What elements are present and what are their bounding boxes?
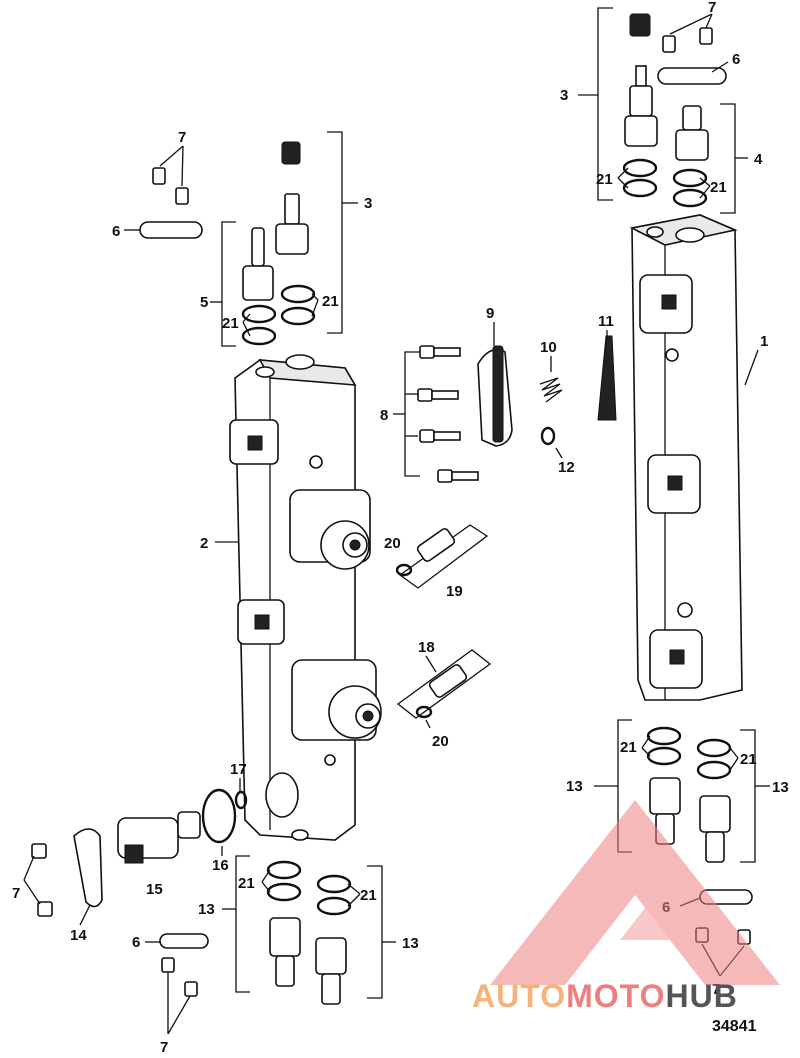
center-parts (393, 322, 617, 483)
callout-5: 5 (200, 294, 208, 311)
callout-21b: 21 (710, 179, 727, 196)
callout-18: 18 (418, 639, 435, 656)
callout-7b: 7 (178, 129, 186, 146)
callout-17: 17 (230, 761, 247, 778)
callout-13a: 13 (198, 901, 215, 918)
callout-13d: 13 (772, 779, 789, 796)
fuel-rail-left (229, 354, 382, 841)
callout-10: 10 (540, 339, 557, 356)
callout-21c: 21 (322, 293, 339, 310)
watermark-text: AUTOMOTOHUB (472, 978, 738, 1015)
callout-6b: 6 (112, 223, 120, 240)
callout-20b: 20 (432, 733, 449, 750)
callout-21d: 21 (222, 315, 239, 332)
callout-3a: 3 (560, 87, 568, 104)
callout-21h: 21 (360, 887, 377, 904)
callout-2: 2 (200, 535, 208, 552)
leader-1 (744, 349, 759, 386)
callout-19: 19 (446, 583, 463, 600)
callout-1: 1 (760, 333, 768, 350)
callout-9: 9 (486, 305, 494, 322)
callout-7a: 7 (708, 0, 716, 16)
callout-11: 11 (598, 313, 614, 330)
fuel-rail-right (629, 214, 743, 701)
callout-16: 16 (212, 857, 229, 874)
callout-7c: 7 (12, 885, 20, 902)
watermark-logo-icon (490, 800, 780, 985)
watermark-hub: HUB (665, 978, 738, 1014)
valve-parts (395, 524, 492, 729)
callout-13b: 13 (402, 935, 419, 952)
callout-21a: 21 (596, 171, 613, 188)
callout-21g: 21 (238, 875, 255, 892)
callout-7e: 7 (712, 981, 720, 998)
bottom-left-fittings (145, 855, 396, 1035)
callout-labels: 1 2 3 3 4 5 6 6 6 6 7 7 7 7 7 8 9 10 11 … (12, 0, 789, 1056)
callout-8: 8 (380, 407, 388, 424)
top-right-group (578, 7, 748, 214)
callout-20a: 20 (384, 535, 401, 552)
callout-3b: 3 (364, 195, 372, 212)
callout-4: 4 (754, 151, 763, 168)
callout-15: 15 (146, 881, 163, 898)
top-left-group (124, 131, 358, 347)
callout-6a: 6 (732, 51, 740, 68)
injector-parts (23, 778, 248, 926)
callout-14: 14 (70, 927, 87, 944)
callout-12: 12 (558, 459, 575, 476)
callout-7d: 7 (160, 1039, 168, 1056)
callout-21f: 21 (740, 751, 757, 768)
figure-number: 34841 (712, 1018, 757, 1035)
callout-6c: 6 (132, 934, 140, 951)
callout-13c: 13 (566, 778, 583, 795)
watermark-moto: MOTO (566, 978, 666, 1014)
callout-21e: 21 (620, 739, 637, 756)
watermark-auto: AUTO (472, 978, 567, 1014)
